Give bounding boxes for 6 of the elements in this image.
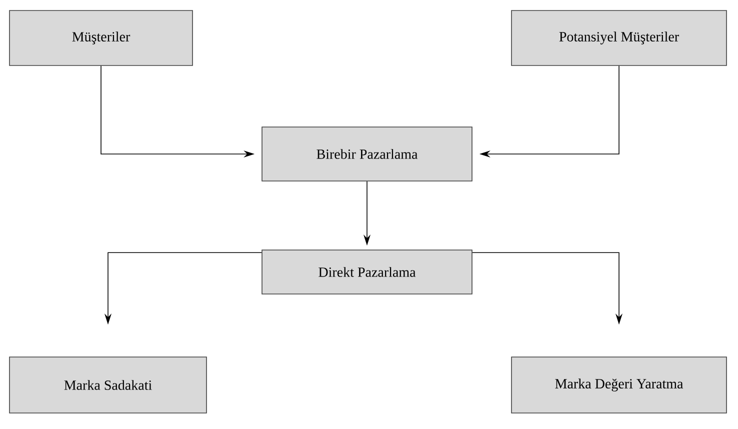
process-box: Potansiyel Müşteriler	[511, 10, 727, 66]
process-box: Birebir Pazarlama	[262, 126, 472, 182]
process-box: Marka Sadakati	[9, 356, 207, 414]
process-box: Müşteriler	[9, 10, 193, 66]
process-box: Marka Değeri Yaratma	[511, 356, 727, 414]
process-box: Direkt Pazarlama	[262, 250, 472, 294]
